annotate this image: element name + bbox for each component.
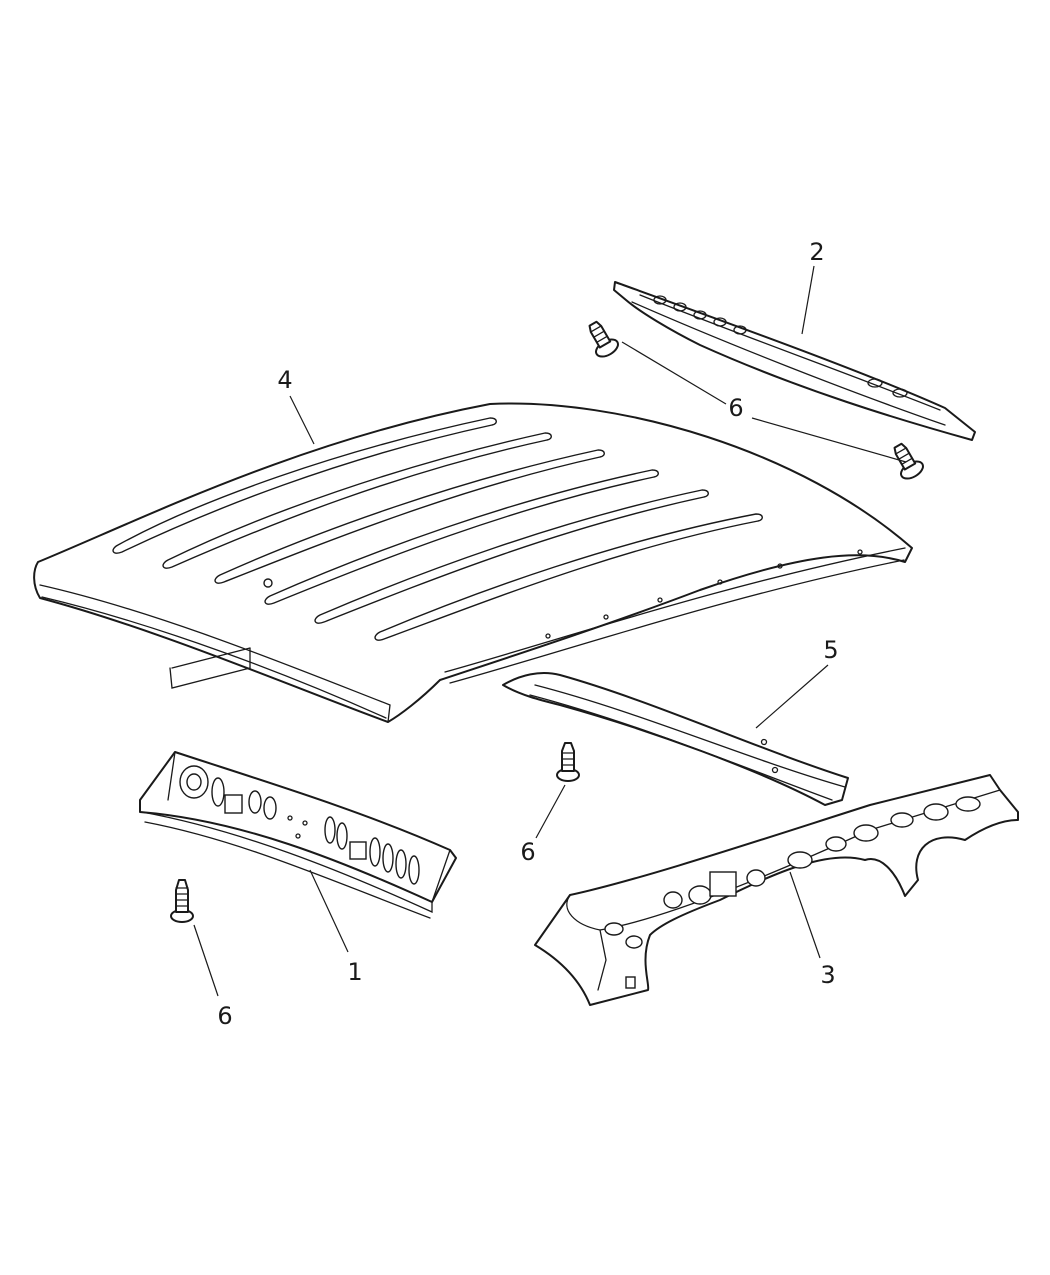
side-roof-rail[interactable] <box>534 774 1019 1006</box>
fastener-6-lower-left[interactable] <box>170 879 194 923</box>
fastener-6-middle[interactable] <box>556 742 580 782</box>
callout-3: 3 <box>820 961 835 989</box>
callout-1: 1 <box>347 958 362 986</box>
callout-2: 2 <box>809 238 824 266</box>
callout-6-lower: 6 <box>217 1002 232 1030</box>
rear-header-panel[interactable] <box>613 281 976 441</box>
callout-6-middle: 6 <box>520 838 535 866</box>
roof-panel[interactable] <box>33 402 913 723</box>
front-header-panel[interactable] <box>139 751 457 919</box>
callout-4: 4 <box>277 366 292 394</box>
callout-6-upper: 6 <box>728 394 743 422</box>
roof-bow[interactable] <box>502 672 849 806</box>
fastener-6-upper-right[interactable] <box>888 440 926 482</box>
fastener-6-upper-left[interactable] <box>583 318 621 360</box>
callout-5: 5 <box>823 636 838 664</box>
leader-lines <box>193 265 907 997</box>
